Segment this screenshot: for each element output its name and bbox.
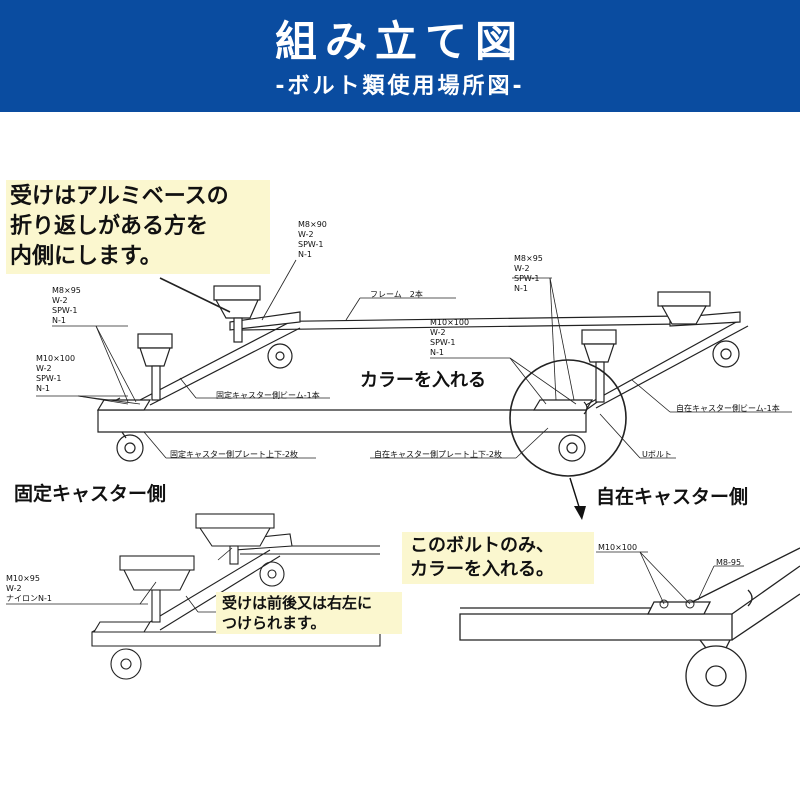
magnify-circle [509, 359, 627, 477]
label-fixed-plate: 固定キャスター側プレート上下-2枚 [170, 450, 298, 459]
spec-line: N-1 [514, 284, 528, 293]
heading-free-caster: 自在キャスター側 [596, 486, 749, 508]
spec-m10x100-free: M10×100 [598, 543, 638, 552]
note-line: このボルトのみ、 [410, 535, 554, 556]
label-free-plate: 自在キャスター側プレート上下-2枚 [374, 450, 502, 459]
note-line: 受けはアルミベースの [10, 184, 229, 209]
note-collar-bolt: このボルトのみ、 カラーを入れる。 [402, 532, 594, 584]
support-back-right [657, 291, 711, 307]
spec-line: W-2 [514, 264, 530, 273]
caster-back-left [267, 343, 293, 369]
spec-m10x95-fixed: M10×95 W-2 ナイロンN-1 [6, 574, 52, 604]
heading-fixed-caster: 固定キャスター側 [14, 483, 167, 505]
spec-m8x95-left: M8×95 W-2 SPW-1 N-1 [52, 286, 81, 326]
note-inner-side: 受けはアルミベースの 折り返しがある方を 内側にします。 [6, 180, 270, 274]
note-line: カラーを入れる。 [410, 559, 554, 580]
label-frame: フレーム 2本 [370, 290, 423, 299]
spec-m8-95-free: M8-95 [716, 558, 742, 567]
spec-line: ナイロンN-1 [6, 594, 52, 603]
spec-line: M10×100 [36, 354, 76, 363]
support-front-left [137, 333, 173, 349]
caster-front-left [116, 434, 144, 462]
spec-line: N-1 [52, 316, 66, 325]
spec-line: SPW-1 [430, 338, 456, 347]
spec-line: SPW-1 [36, 374, 62, 383]
spec-line: W-2 [52, 296, 68, 305]
free-plate [532, 399, 594, 411]
spec-line: M10×95 [6, 574, 40, 583]
spec-line: N-1 [430, 348, 444, 357]
spec-line: N-1 [298, 250, 312, 259]
frame-rail-right [585, 319, 741, 406]
support-front-right [581, 329, 617, 345]
spec-line: M8×95 [52, 286, 81, 295]
frame-rail-top [239, 315, 681, 323]
note-front-back: 受けは前後又は右左に つけられます。 [216, 592, 402, 634]
label-free-beam: 自在キャスター側ビーム-1本 [676, 404, 780, 413]
spec-m8x90: M8×90 W-2 SPW-1 N-1 [298, 220, 327, 260]
spec-line: SPW-1 [514, 274, 540, 283]
front-beam [97, 409, 587, 433]
page-title: 組み立て図 [274, 17, 525, 66]
spec-line: W-2 [6, 584, 22, 593]
spec-m10x100-left: M10×100 W-2 SPW-1 N-1 [36, 354, 75, 394]
spec-line: W-2 [36, 364, 52, 373]
header-banner: 組み立て図 -ボルト類使用場所図- [0, 0, 800, 112]
spec-line: SPW-1 [298, 240, 324, 249]
support-back-left [213, 285, 261, 301]
page-subtitle: -ボルト類使用場所図- [275, 74, 525, 99]
spec-line: N-1 [36, 384, 50, 393]
caster-back-right [712, 340, 740, 368]
note-line: 折り返しがある方を [10, 214, 209, 239]
label-ubolt: Uボルト [642, 450, 672, 459]
spec-line: M8×90 [298, 220, 327, 229]
spec-line: SPW-1 [52, 306, 78, 315]
note-line: 受けは前後又は右左に [222, 594, 373, 612]
spec-m8x95-right: M8×95 W-2 SPW-1 N-1 [514, 254, 543, 294]
spec-line: W-2 [298, 230, 314, 239]
fixed-plate [96, 399, 152, 411]
label-fixed-beam: 固定キャスター側ビーム-1本 [216, 391, 320, 400]
note-line: 内側にします。 [10, 244, 162, 269]
caster-front-right [558, 434, 586, 462]
heading-collar: カラーを入れる [360, 370, 486, 391]
note-line: つけられます。 [222, 614, 326, 632]
frame-rail-left [139, 321, 291, 401]
spec-line: W-2 [430, 328, 446, 337]
spec-line: M10×100 [430, 318, 470, 327]
spec-line: M8×95 [514, 254, 543, 263]
spec-m10x100-mid: M10×100 W-2 SPW-1 N-1 [430, 318, 469, 358]
